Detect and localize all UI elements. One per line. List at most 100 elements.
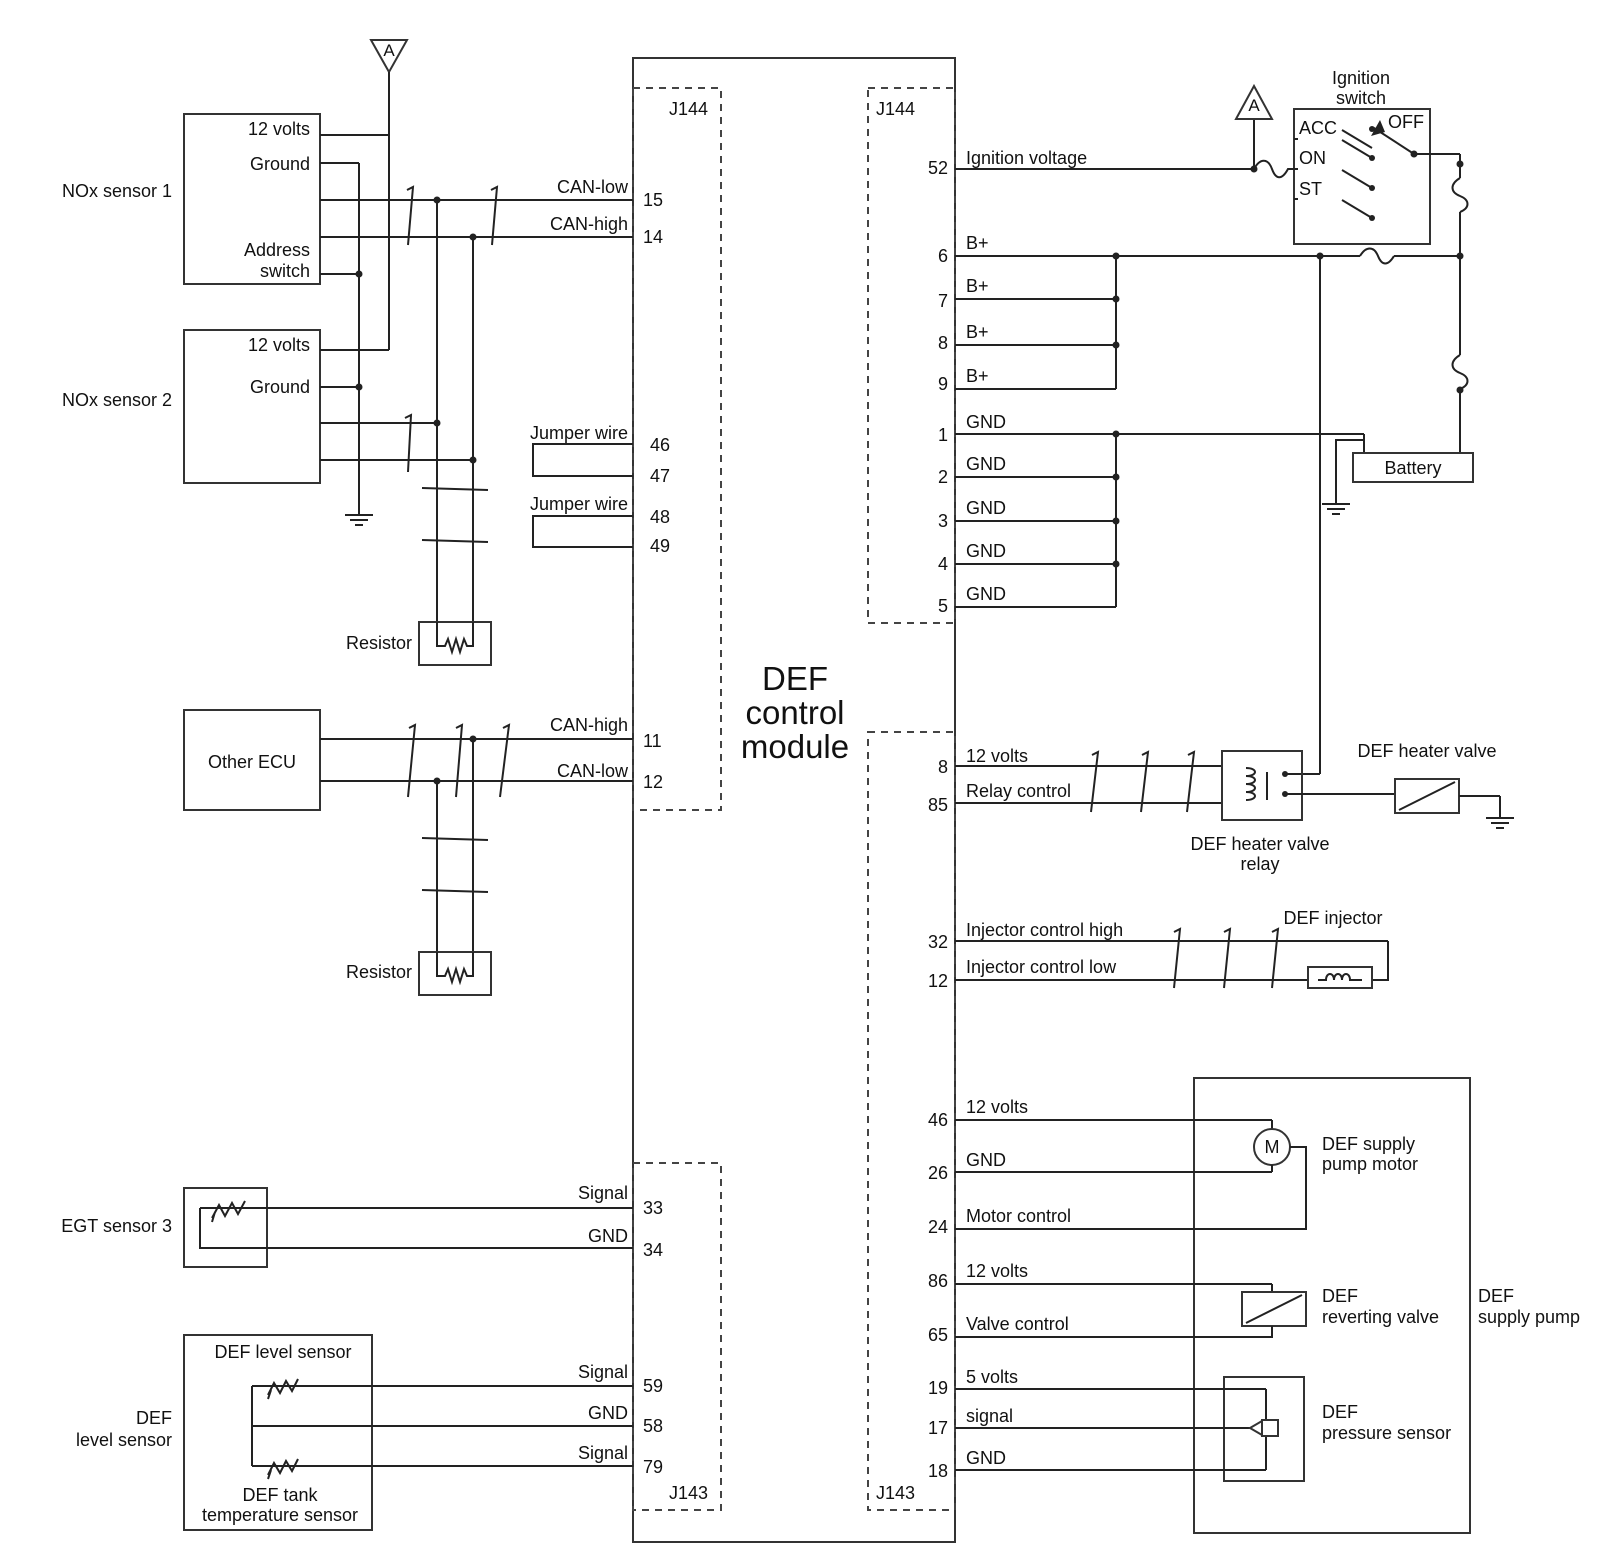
pin-47-left: 47 bbox=[650, 466, 670, 486]
splice-a-right-label: A bbox=[1248, 96, 1260, 115]
bplus-1-label: B+ bbox=[966, 233, 989, 253]
jumper-wires: Jumper wire 46 47 Jumper wire 48 49 bbox=[530, 423, 670, 556]
injector-low-label: Injector control low bbox=[966, 957, 1117, 977]
module-title-line3: module bbox=[741, 728, 849, 765]
nox1-address-label-2: switch bbox=[260, 261, 310, 281]
injector-high-label: Injector control high bbox=[966, 920, 1123, 940]
ign-acc-label: ACC bbox=[1299, 118, 1337, 138]
def-level-box bbox=[183, 1334, 373, 1531]
def-temp-signal-label: Signal bbox=[578, 1443, 628, 1463]
pin-7: 7 bbox=[938, 291, 948, 311]
ign-st-label: ST bbox=[1299, 179, 1322, 199]
pressure-sensor-element bbox=[1261, 1419, 1279, 1437]
module-title-line1: DEF bbox=[762, 660, 828, 697]
pin-34: 34 bbox=[643, 1240, 663, 1260]
gnd-2-label: GND bbox=[966, 454, 1006, 474]
j143-right-label: J143 bbox=[876, 1483, 915, 1503]
pressure-sensor-name-2: pressure sensor bbox=[1322, 1423, 1451, 1443]
splice-a-triangle bbox=[369, 39, 409, 75]
def-temp-title-1: DEF tank bbox=[242, 1485, 318, 1505]
pump-motor-name-2: pump motor bbox=[1322, 1154, 1418, 1174]
pin-65: 65 bbox=[928, 1325, 948, 1345]
j144-left-connector bbox=[632, 87, 722, 811]
pin-9: 9 bbox=[938, 374, 948, 394]
pin-52: 52 bbox=[928, 158, 948, 178]
nox1-ground-label: Ground bbox=[250, 154, 310, 174]
nox-sensor-1: NOx sensor 1 12 volts Ground Address swi… bbox=[62, 113, 389, 285]
heater-valve-relay: 12 volts 8 Relay control 85 DEF heater v… bbox=[928, 256, 1514, 874]
def-level-gnd-label: GND bbox=[588, 1403, 628, 1423]
resistor-bottom-box bbox=[418, 951, 492, 996]
egt-sensor-3: EGT sensor 3 Signal 33 GND 34 bbox=[61, 1183, 663, 1268]
heater-valve-label: DEF heater valve bbox=[1357, 741, 1496, 761]
def-control-module: J144 J144 J143 J143 DEF control module bbox=[632, 57, 956, 1543]
j144-right-connector bbox=[867, 87, 956, 624]
can-high-label-top: CAN-high bbox=[550, 214, 628, 234]
j143-right-connector bbox=[867, 731, 956, 1511]
j143-left-connector bbox=[632, 1162, 722, 1511]
other-ecu: Other ECU CAN-high 11 CAN-low 12 bbox=[183, 709, 663, 970]
jumper-1-label: Jumper wire bbox=[530, 423, 628, 443]
supply-pump-name-2: supply pump bbox=[1478, 1307, 1580, 1327]
battery-label: Battery bbox=[1384, 458, 1441, 478]
pin-12-right: 12 bbox=[928, 971, 948, 991]
nox1-name: NOx sensor 1 bbox=[62, 181, 172, 201]
gnd-1-label: GND bbox=[966, 412, 1006, 432]
nox2-name: NOx sensor 2 bbox=[62, 390, 172, 410]
pin-46-right: 46 bbox=[928, 1110, 948, 1130]
def-temp-title-2: temperature sensor bbox=[202, 1505, 358, 1525]
reverting-valve-name-2: reverting valve bbox=[1322, 1307, 1439, 1327]
egt-signal-label: Signal bbox=[578, 1183, 628, 1203]
pressure-sensor-triangle bbox=[1248, 1419, 1263, 1437]
pin-1: 1 bbox=[938, 425, 948, 445]
reverting-valve-box bbox=[1241, 1291, 1307, 1327]
pin-14: 14 bbox=[643, 227, 663, 247]
relay-control-label: Relay control bbox=[966, 781, 1071, 801]
pin-32: 32 bbox=[928, 932, 948, 952]
pin-26: 26 bbox=[928, 1163, 948, 1183]
resistor-bottom: Resistor bbox=[346, 951, 492, 996]
pin-17: 17 bbox=[928, 1418, 948, 1438]
splice-a-right-triangle bbox=[1234, 83, 1274, 120]
pin-18: 18 bbox=[928, 1461, 948, 1481]
supply-pump-box bbox=[1193, 1077, 1471, 1534]
def-level-title: DEF level sensor bbox=[214, 1342, 351, 1362]
module-title-line2: control bbox=[745, 694, 844, 731]
pin-4: 4 bbox=[938, 554, 948, 574]
nox2-box bbox=[183, 329, 321, 484]
ign-switch-box bbox=[1293, 108, 1431, 245]
def-injector: Injector control high 32 Injector contro… bbox=[928, 908, 1389, 991]
pin-2: 2 bbox=[938, 467, 948, 487]
reverting-valve-name-1: DEF bbox=[1322, 1286, 1358, 1306]
injector-name: DEF injector bbox=[1283, 908, 1382, 928]
gnd-4-label: GND bbox=[966, 541, 1006, 561]
pin-48-left: 48 bbox=[650, 507, 670, 527]
pin-15: 15 bbox=[643, 190, 663, 210]
sensor-signal-label: signal bbox=[966, 1406, 1013, 1426]
pin-19: 19 bbox=[928, 1378, 948, 1398]
module-outline bbox=[632, 57, 956, 1543]
sensor-5v-label: 5 volts bbox=[966, 1367, 1018, 1387]
ignition-circuit: Ignition voltage 52 A bbox=[928, 83, 1290, 179]
can-bus-nox: CAN-low 15 CAN-high 14 bbox=[320, 177, 663, 640]
relay-box bbox=[1221, 750, 1303, 821]
other-ecu-label: Other ECU bbox=[208, 752, 296, 772]
resistor-top-label: Resistor bbox=[346, 633, 412, 653]
nox1-address-label-1: Address bbox=[244, 240, 310, 260]
j144-right-label: J144 bbox=[876, 99, 915, 119]
pin-79: 79 bbox=[643, 1457, 663, 1477]
pin-33: 33 bbox=[643, 1198, 663, 1218]
pump-gnd-label: GND bbox=[966, 1150, 1006, 1170]
injector-box bbox=[1307, 966, 1373, 989]
resistor-bottom-label: Resistor bbox=[346, 962, 412, 982]
pin-8-j144: 8 bbox=[938, 333, 948, 353]
pin-46-left: 46 bbox=[650, 435, 670, 455]
bplus-4-label: B+ bbox=[966, 366, 989, 386]
nox2-12v-label: 12 volts bbox=[248, 335, 310, 355]
nox1-12v-label: 12 volts bbox=[248, 119, 310, 139]
pressure-sensor-name-1: DEF bbox=[1322, 1402, 1358, 1422]
pump-motor-name-1: DEF supply bbox=[1322, 1134, 1415, 1154]
egt-gnd-label: GND bbox=[588, 1226, 628, 1246]
b-plus-circuit: B+ 6 B+ 7 B+ 8 B+ 9 bbox=[938, 233, 1460, 394]
